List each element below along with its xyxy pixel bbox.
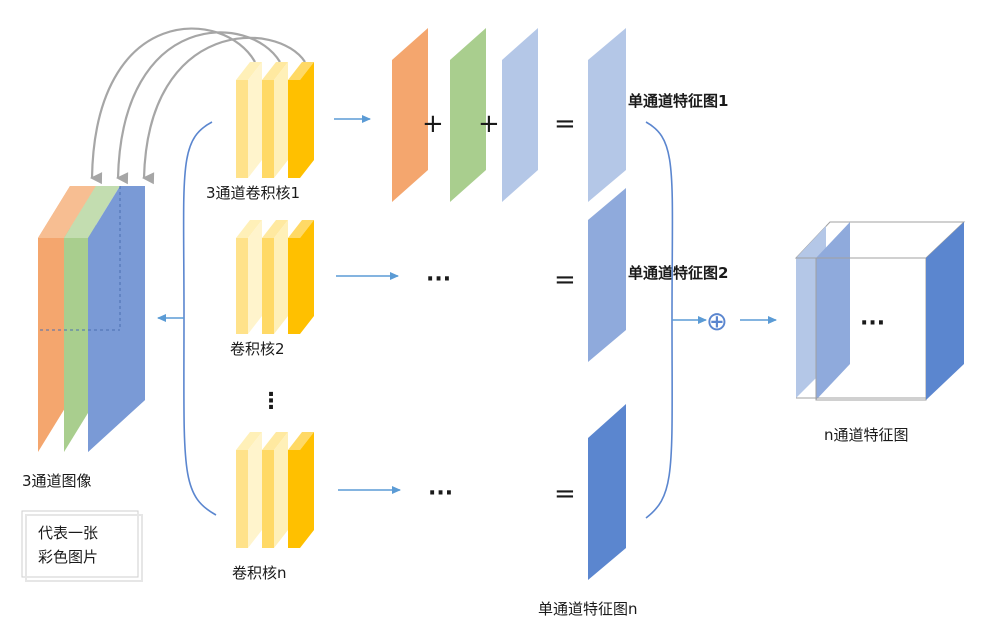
- equals-2: =: [554, 265, 576, 295]
- arc-2: [116, 31, 281, 185]
- feature-map-n: [588, 404, 626, 580]
- kernel-vertical-ellipsis: ⋮: [260, 389, 282, 414]
- plus-2: +: [478, 109, 500, 139]
- input-channel-blue-face: [88, 186, 145, 452]
- note-line-1: 代表一张: [38, 524, 98, 542]
- output-label: n通道特征图: [824, 426, 909, 444]
- kernel-2-label: 卷积核2: [230, 340, 285, 358]
- arc-1: [90, 27, 256, 185]
- equals-1: =: [554, 109, 576, 139]
- kernels-bracket: [182, 121, 217, 516]
- equals-n: =: [554, 479, 576, 509]
- kernel-to-input-arcs: [90, 27, 306, 185]
- input-channel-green-top: [64, 186, 120, 238]
- note-line-2: 彩色图片: [38, 548, 98, 566]
- input-image-stack: [38, 186, 145, 452]
- feature-map-2: [588, 188, 626, 362]
- kernel-n: [236, 432, 314, 548]
- input-channel-orange-top: [38, 186, 96, 238]
- kernel-2: [236, 220, 314, 334]
- row1-blue-channel: [502, 28, 538, 202]
- ellipsis-row-n: ···: [428, 481, 453, 506]
- feature-map-2-label: 单通道特征图2: [628, 264, 728, 282]
- kernel-1: [236, 62, 314, 178]
- input-channel-orange: [38, 186, 70, 452]
- kernel-n-label: 卷积核n: [232, 564, 287, 582]
- arc-3: [142, 36, 306, 185]
- row1-green-channel: [450, 28, 486, 202]
- feature-map-n-label: 单通道特征图n: [538, 600, 638, 618]
- output-feature-cube: [794, 221, 966, 401]
- input-image-label: 3通道图像: [22, 472, 92, 490]
- features-bracket: [645, 121, 674, 519]
- output-ellipsis: ···: [860, 311, 885, 336]
- feature-map-1: [588, 28, 626, 202]
- feature-map-1-label: 单通道特征图1: [628, 92, 728, 110]
- ellipsis-row-2: ···: [426, 267, 451, 292]
- note-box: 代表一张 彩色图片: [21, 510, 143, 582]
- plus-1: +: [422, 109, 444, 139]
- kernel-1-label: 3通道卷积核1: [206, 184, 300, 202]
- oplus-symbol: ⊕: [706, 307, 728, 337]
- row1-orange-channel: [392, 28, 428, 202]
